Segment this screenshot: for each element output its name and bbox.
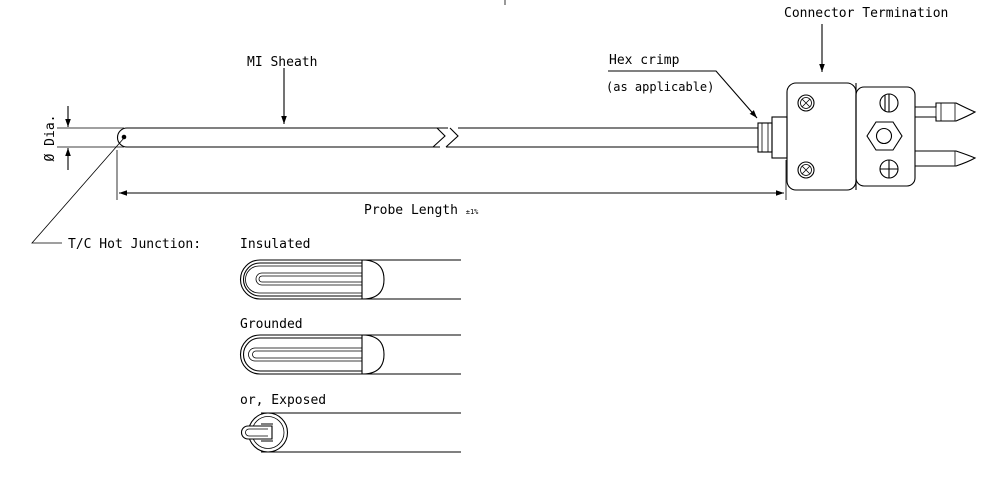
hex-crimp-label: Hex crimp bbox=[609, 53, 680, 68]
hot-junction-dot bbox=[121, 134, 127, 140]
phillips-screw-icon bbox=[879, 159, 899, 179]
hex-crimp-leader bbox=[608, 70, 758, 119]
insulated-label: Insulated bbox=[240, 237, 310, 252]
connector-termination-label: Connector Termination bbox=[784, 6, 948, 21]
as-applicable-label: (as applicable) bbox=[606, 80, 714, 94]
grounded-label: Grounded bbox=[240, 317, 303, 332]
diameter-dimension bbox=[57, 106, 124, 170]
probe-length-dimension bbox=[116, 150, 787, 200]
hot-junction-label: T/C Hot Junction: bbox=[68, 237, 201, 252]
hex-crimp bbox=[757, 116, 788, 159]
screw-icon bbox=[797, 161, 815, 179]
slotted-screw-icon bbox=[879, 93, 899, 113]
grounded-junction-detail bbox=[240, 334, 461, 375]
hex-nut-icon bbox=[866, 121, 903, 151]
tolerance-label: ±1% bbox=[466, 208, 479, 216]
hot-junction-leader bbox=[31, 137, 125, 244]
exposed-junction-detail bbox=[240, 412, 461, 453]
screw-icon bbox=[797, 94, 815, 112]
connector-termination bbox=[786, 82, 977, 191]
probe-sheath bbox=[116, 127, 758, 148]
exposed-label: or, Exposed bbox=[240, 393, 326, 408]
connector-pin bbox=[915, 150, 977, 167]
insulated-junction-detail bbox=[240, 259, 461, 300]
probe-length-label: Probe Length ±1% bbox=[364, 203, 479, 218]
diameter-label: Ø Dia. bbox=[43, 115, 58, 162]
connector-pin bbox=[915, 102, 977, 122]
mi-sheath-label: MI Sheath bbox=[247, 55, 317, 70]
